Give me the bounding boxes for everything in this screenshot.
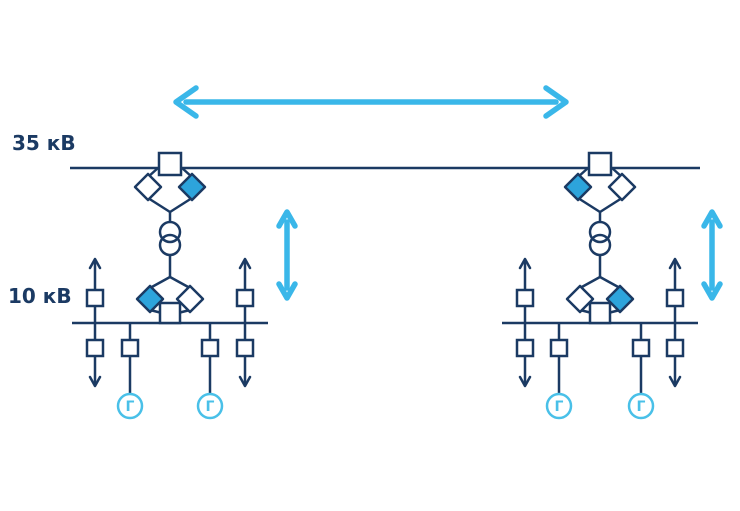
connector-line xyxy=(169,196,193,214)
generator-feeder: Г xyxy=(196,323,224,420)
arrow-up-head-icon xyxy=(701,209,723,229)
switch-square xyxy=(120,338,140,358)
arrow-down-icon xyxy=(668,375,682,388)
power-flow-arrow-vertical-left xyxy=(276,209,298,301)
power-flow-arrow-vertical-right xyxy=(701,209,723,301)
connector-line xyxy=(599,275,621,290)
breaker-square-10kv xyxy=(158,301,182,325)
disconnector-diamond-closed xyxy=(135,284,165,314)
transformer-winding-secondary xyxy=(158,233,182,257)
arrow-down-icon xyxy=(238,375,252,388)
generator-feeder: Г xyxy=(545,323,573,420)
switch-square xyxy=(85,288,105,308)
switch-square xyxy=(665,288,685,308)
disconnector-diamond-open xyxy=(133,172,163,202)
transformer-winding-primary xyxy=(588,220,612,244)
connector-line xyxy=(149,275,171,290)
arrow-up-head-icon xyxy=(276,209,298,229)
voltage-label-10kv: 10 кВ xyxy=(8,284,72,308)
generator-feeder: Г xyxy=(116,323,144,420)
breaker-square-10kv xyxy=(588,301,612,325)
generator-feeder: Г xyxy=(627,323,655,420)
connector-line xyxy=(577,196,601,214)
generator-circle xyxy=(545,392,573,420)
generator-label: Г xyxy=(206,399,215,415)
feeder-bidirectional xyxy=(85,257,105,388)
switch-square xyxy=(665,338,685,358)
generator-circle xyxy=(627,392,655,420)
transformer-winding-secondary xyxy=(588,233,612,257)
feeder-bidirectional xyxy=(235,257,255,388)
arrow-right-head-icon xyxy=(543,85,569,119)
arrow-down-icon xyxy=(88,375,102,388)
disconnector-diamond-open xyxy=(565,284,595,314)
feeder-bidirectional xyxy=(515,257,535,388)
switch-square xyxy=(515,288,535,308)
switch-square xyxy=(235,338,255,358)
power-flow-arrow-horizontal xyxy=(173,85,569,119)
generator-label: Г xyxy=(555,399,564,415)
switch-square xyxy=(631,338,651,358)
disconnector-diamond-closed xyxy=(563,172,593,202)
arrow-up-icon xyxy=(88,257,102,270)
disconnector-diamond-open xyxy=(175,284,205,314)
arrow-down-head-icon xyxy=(276,281,298,301)
disconnector-diamond-open xyxy=(607,172,637,202)
disconnector-diamond-closed xyxy=(605,284,635,314)
switch-square xyxy=(200,338,220,358)
feeder-bidirectional xyxy=(665,257,685,388)
arrow-up-icon xyxy=(518,257,532,270)
connector-line xyxy=(599,196,623,214)
connector-line xyxy=(169,275,191,290)
connector-line xyxy=(147,196,171,214)
switch-square xyxy=(85,338,105,358)
substation-left: Г Г xyxy=(72,151,268,420)
breaker-square-35kv xyxy=(157,151,183,177)
generator-label: Г xyxy=(126,399,135,415)
substation-right: Г Г xyxy=(502,151,698,420)
switch-square xyxy=(549,338,569,358)
generator-circle xyxy=(116,392,144,420)
switch-square xyxy=(235,288,255,308)
breaker-square-35kv xyxy=(587,151,613,177)
arrow-down-icon xyxy=(518,375,532,388)
arrow-left-head-icon xyxy=(173,85,199,119)
connector-line xyxy=(579,275,601,290)
switch-square xyxy=(515,338,535,358)
arrow-down-head-icon xyxy=(701,281,723,301)
voltage-label-35kv: 35 кВ xyxy=(12,131,76,155)
generator-circle xyxy=(196,392,224,420)
arrow-up-icon xyxy=(238,257,252,270)
generator-label: Г xyxy=(637,399,646,415)
transformer-winding-primary xyxy=(158,220,182,244)
arrow-up-icon xyxy=(668,257,682,270)
disconnector-diamond-closed xyxy=(177,172,207,202)
